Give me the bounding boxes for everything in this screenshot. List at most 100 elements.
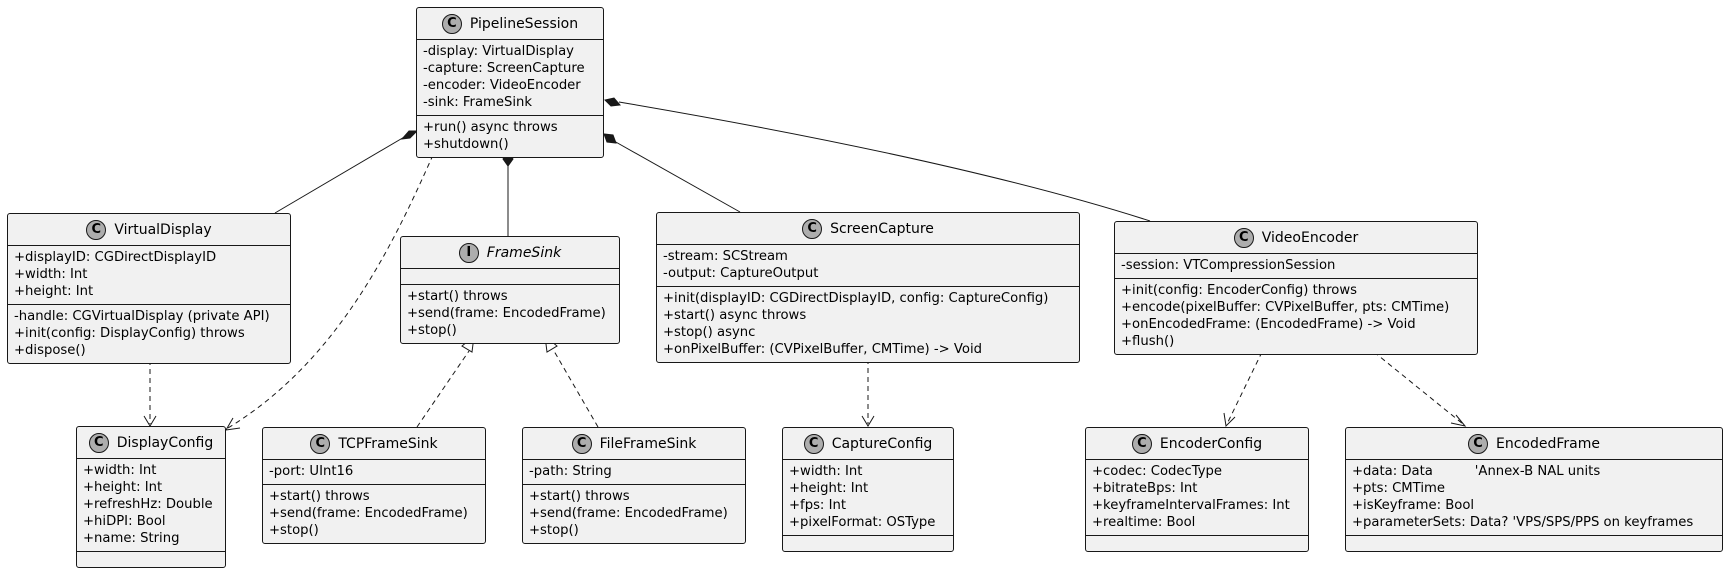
attribute: +hiDPI: Bool: [83, 514, 166, 529]
method: +send(frame: EncodedFrame): [269, 506, 468, 521]
attribute: +refreshHz: Double: [83, 497, 213, 512]
class-methods: +start() throws +send(frame: EncodedFram…: [523, 485, 745, 543]
method: +send(frame: EncodedFrame): [529, 506, 728, 521]
attribute: +parameterSets: Data? 'VPS/SPS/PPS on ke…: [1352, 515, 1694, 530]
attribute: -port: UInt16: [269, 464, 354, 479]
class-methods: +start() throws +send(frame: EncodedFram…: [263, 485, 485, 543]
class-header: C TCPFrameSink: [263, 428, 485, 460]
class-screen-capture[interactable]: C ScreenCapture -stream: SCStream -outpu…: [656, 212, 1080, 363]
method: -handle: CGVirtualDisplay (private API): [14, 309, 270, 324]
class-icon: C: [1131, 433, 1152, 454]
class-attributes: -session: VTCompressionSession: [1115, 254, 1477, 279]
attribute: +width: Int: [789, 464, 863, 479]
method: +stop(): [529, 523, 579, 538]
class-header: C VideoEncoder: [1115, 222, 1477, 254]
class-name: FileFrameSink: [599, 435, 697, 452]
edge-pipeline-session-screen-capture: [603, 133, 741, 213]
attribute: -encoder: VideoEncoder: [423, 78, 581, 93]
attribute: +codec: CodecType: [1092, 464, 1223, 479]
attribute: +displayID: CGDirectDisplayID: [14, 250, 217, 265]
class-header: C EncoderConfig: [1086, 428, 1308, 460]
method: +start() throws: [407, 289, 508, 304]
class-attributes: -display: VirtualDisplay -capture: Scree…: [417, 40, 603, 116]
method: +start() throws: [529, 489, 630, 504]
method: +shutdown(): [423, 137, 509, 152]
edge-video-encoder-encoded-frame: [1373, 351, 1467, 427]
edge-pipeline-session-display-config: [225, 154, 434, 431]
class-name: EncodedFrame: [1496, 435, 1600, 452]
class-header: C VirtualDisplay: [8, 214, 290, 246]
method: +init(displayID: CGDirectDisplayID, conf…: [663, 291, 1049, 306]
class-icon: C: [86, 219, 107, 240]
attribute: +data: Data 'Annex-B NAL units: [1352, 464, 1601, 479]
class-display-config[interactable]: C DisplayConfig +width: Int +height: Int…: [76, 426, 226, 568]
class-header: C DisplayConfig: [77, 427, 225, 459]
class-icon: C: [803, 433, 824, 454]
attribute: +pts: CMTime: [1352, 481, 1445, 496]
class-name: ScreenCapture: [830, 220, 934, 237]
class-attributes: +displayID: CGDirectDisplayID +width: In…: [8, 246, 290, 305]
attribute: +height: Int: [83, 480, 163, 495]
class-pipeline-session[interactable]: C PipelineSession -display: VirtualDispl…: [416, 7, 604, 158]
attribute: +keyframeIntervalFrames: Int: [1092, 498, 1290, 513]
method: +encode(pixelBuffer: CVPixelBuffer, pts:…: [1121, 300, 1450, 315]
class-icon: C: [1233, 227, 1254, 248]
class-methods: [783, 536, 953, 551]
attribute: -output: CaptureOutput: [663, 266, 819, 281]
attribute: -display: VirtualDisplay: [423, 44, 574, 59]
class-methods: +init(displayID: CGDirectDisplayID, conf…: [657, 287, 1079, 362]
class-tcp-frame-sink[interactable]: C TCPFrameSink -port: UInt16 +start() th…: [262, 427, 486, 544]
class-methods: -handle: CGVirtualDisplay (private API) …: [8, 305, 290, 363]
class-icon: C: [802, 218, 823, 239]
attribute: +name: String: [83, 531, 180, 546]
class-methods: +run() async throws +shutdown(): [417, 116, 603, 157]
edge-pipeline-session-virtual-display: [274, 130, 419, 214]
class-name: FrameSink: [486, 244, 562, 261]
class-name: CaptureConfig: [831, 435, 933, 452]
class-icon: C: [571, 433, 592, 454]
attribute: -stream: SCStream: [663, 249, 788, 264]
edge-virtual-display-display-config: [143, 360, 157, 427]
class-name: EncoderConfig: [1159, 435, 1263, 452]
class-methods: [77, 552, 225, 567]
class-header: C PipelineSession: [417, 8, 603, 40]
attribute: -session: VTCompressionSession: [1121, 258, 1336, 273]
method: +start() async throws: [663, 308, 807, 323]
edge-file-frame-sink-frame-sink: [544, 334, 599, 428]
method: +start() throws: [269, 489, 370, 504]
class-virtual-display[interactable]: C VirtualDisplay +displayID: CGDirectDis…: [7, 213, 291, 364]
class-attributes: -stream: SCStream -output: CaptureOutput: [657, 245, 1079, 287]
attribute: +height: Int: [789, 481, 869, 496]
attribute: -capture: ScreenCapture: [423, 61, 585, 76]
edge-screen-capture-capture-config: [861, 359, 875, 427]
attribute: +height: Int: [14, 284, 94, 299]
method: +run() async throws: [423, 120, 558, 135]
class-name: VirtualDisplay: [114, 221, 212, 238]
interface-frame-sink[interactable]: I FrameSink +start() throws +send(frame:…: [400, 236, 620, 344]
method: +dispose(): [14, 343, 86, 358]
class-icon: C: [441, 13, 462, 34]
class-icon: C: [310, 433, 331, 454]
method: +onEncodedFrame: (EncodedFrame) -> Void: [1121, 317, 1416, 332]
edge-tcp-frame-sink-frame-sink: [416, 334, 475, 428]
class-header: C ScreenCapture: [657, 213, 1079, 245]
class-attributes: +width: Int +height: Int +fps: Int +pixe…: [783, 460, 953, 536]
class-file-frame-sink[interactable]: C FileFrameSink -path: String +start() t…: [522, 427, 746, 544]
class-name: VideoEncoder: [1261, 229, 1359, 246]
method: +stop(): [407, 323, 457, 338]
method: +flush(): [1121, 334, 1175, 349]
attribute: -path: String: [529, 464, 612, 479]
class-methods: [1086, 536, 1308, 551]
class-encoder-config[interactable]: C EncoderConfig +codec: CodecType +bitra…: [1085, 427, 1309, 552]
class-header: C CaptureConfig: [783, 428, 953, 460]
class-attributes: +data: Data 'Annex-B NAL units +pts: CMT…: [1346, 460, 1722, 536]
class-video-encoder[interactable]: C VideoEncoder -session: VTCompressionSe…: [1114, 221, 1478, 355]
class-icon: C: [88, 432, 109, 453]
class-encoded-frame[interactable]: C EncodedFrame +data: Data 'Annex-B NAL …: [1345, 427, 1723, 552]
class-capture-config[interactable]: C CaptureConfig +width: Int +height: Int…: [782, 427, 954, 552]
class-name: TCPFrameSink: [338, 435, 438, 452]
class-header: C FileFrameSink: [523, 428, 745, 460]
method: +stop(): [269, 523, 319, 538]
attribute: +width: Int: [83, 463, 157, 478]
edge-pipeline-session-video-encoder: [604, 97, 1151, 222]
